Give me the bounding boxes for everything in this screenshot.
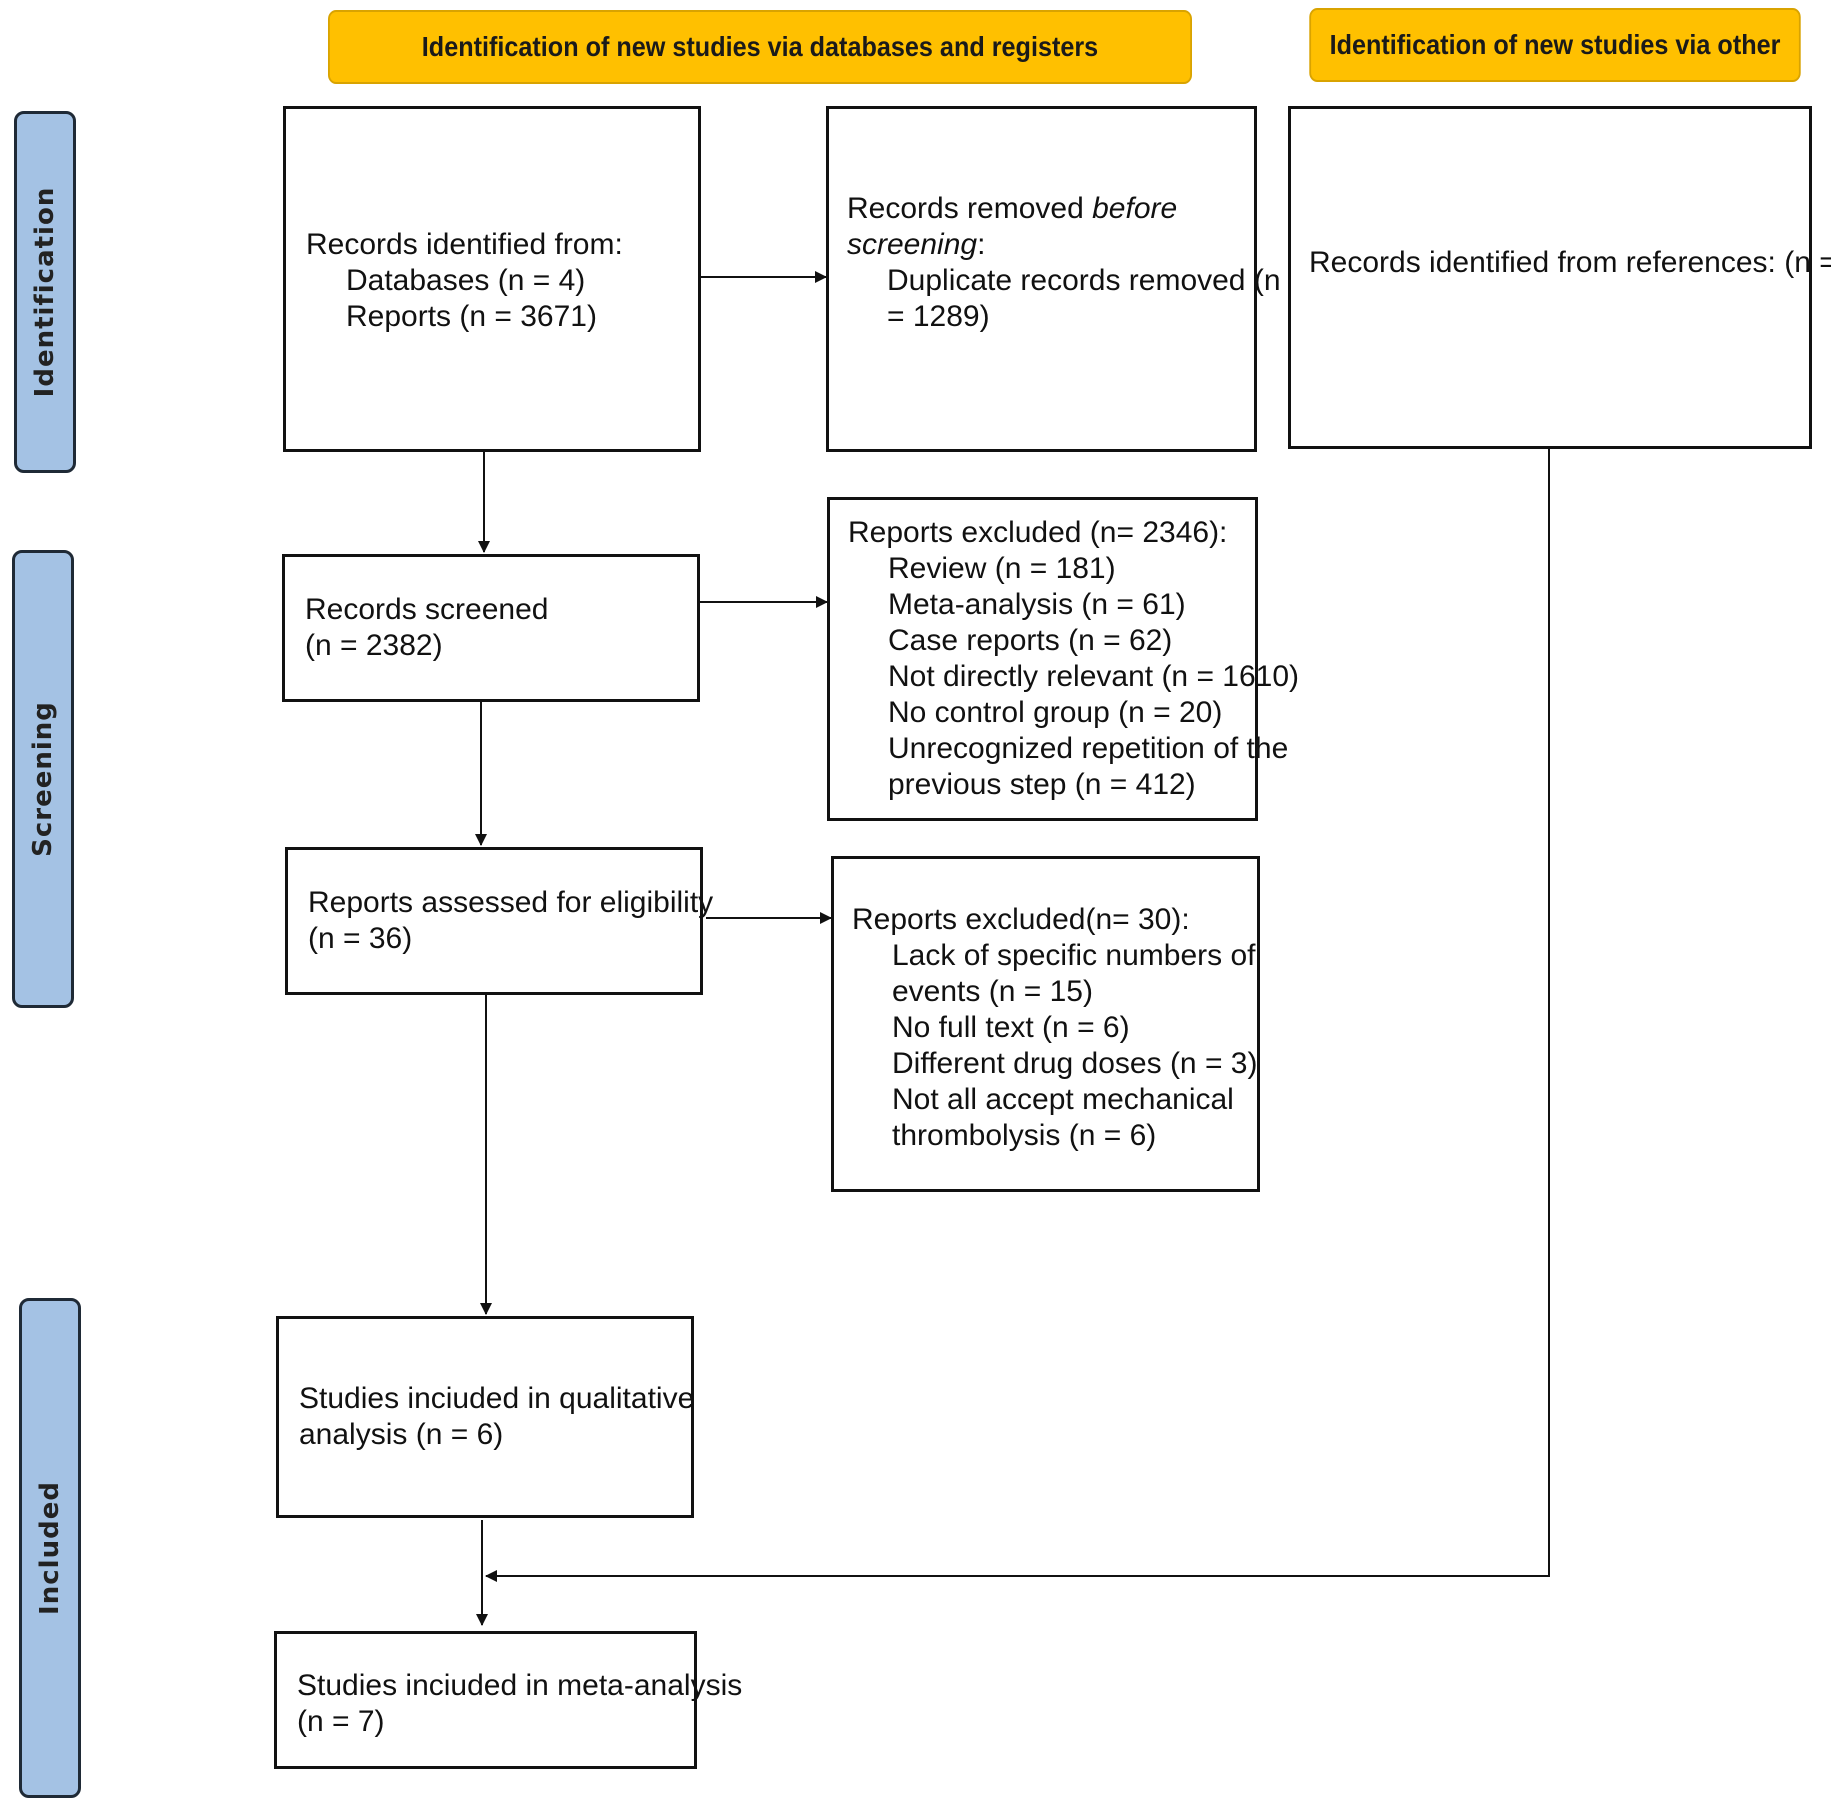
arrow-references-to-meta — [485, 449, 1550, 1582]
excluded1-item: Unrecognized repetition of the — [888, 732, 1289, 765]
removed-italic-before: before — [1092, 192, 1178, 225]
box-reports-assessed: Reports assessed for eligibility (n = 36… — [285, 847, 713, 995]
removed-heading: Records removed before — [847, 191, 1281, 227]
stage-included: Included — [19, 1298, 81, 1798]
meta-line1: Studies inciuded in meta-analysis — [297, 1669, 743, 1702]
box-records-references: Records identified from references: (n =… — [1288, 106, 1831, 449]
box-reports-excluded-eligibility: Reports excluded(n= 30): Lack of specifi… — [831, 856, 1260, 1192]
assessed-line1: Reports assessed for eligibility — [308, 886, 714, 919]
header-other-label: Identification of new studies via other — [1329, 29, 1781, 60]
box-records-identified: Records identified from: Databases (n = … — [283, 106, 701, 452]
identified-heading: Records identified from: — [306, 228, 623, 261]
stage-identification: Identification — [14, 111, 76, 473]
excluded1-item: Case reports (n = 62) — [888, 624, 1173, 657]
removed-colon: : — [977, 228, 986, 261]
screened-line1: Records screened — [305, 593, 549, 626]
removed-italic-screening: screening — [847, 228, 978, 261]
excluded2-item: No full text (n = 6) — [892, 1011, 1130, 1044]
excluded2-item: Lack of specific numbers of — [892, 939, 1256, 972]
header-databases-registers: Identification of new studies via databa… — [328, 10, 1192, 84]
excluded2-item: events (n = 15) — [892, 975, 1093, 1008]
removed-duplicates-line1: Duplicate records removed (n — [887, 264, 1281, 297]
identified-databases: Databases (n = 4) — [346, 264, 586, 297]
references-text: Records identified from references: (n =… — [1309, 246, 1831, 279]
header-databases-label: Identification of new studies via databa… — [421, 31, 1099, 62]
excluded2-item: Different drug doses (n = 3) — [892, 1047, 1258, 1080]
removed-duplicates-line2: = 1289) — [887, 300, 990, 333]
box-records-removed: Records removed before screening: Duplic… — [826, 106, 1281, 452]
stage-screening: Screening — [12, 550, 74, 1008]
box-studies-meta-analysis: Studies inciuded in meta-analysis (n = 7… — [274, 1631, 742, 1769]
qualitative-line2: analysis (n = 6) — [299, 1418, 504, 1451]
excluded1-item: Meta-analysis (n = 61) — [888, 588, 1186, 621]
qualitative-line1: Studies inciuded in qualitative — [299, 1382, 695, 1415]
box-reports-excluded-screening: Reports excluded (n= 2346): Review (n = … — [827, 497, 1299, 821]
excluded1-heading: Reports excluded (n= 2346): — [848, 516, 1228, 549]
excluded1-item: Not directly relevant (n = 1610) — [888, 660, 1300, 693]
excluded2-item: thrombolysis (n = 6) — [892, 1119, 1157, 1152]
box-records-screened: Records screened (n = 2382) — [282, 554, 700, 702]
excluded1-item: Review (n = 181) — [888, 552, 1116, 585]
excluded1-item: No control group (n = 20) — [888, 696, 1223, 729]
identified-reports: Reports (n = 3671) — [346, 300, 597, 333]
assessed-line2: (n = 36) — [308, 922, 413, 955]
excluded2-heading: Reports excluded(n= 30): — [852, 903, 1190, 936]
excluded2-item: Not all accept mechanical — [892, 1083, 1234, 1116]
box-studies-qualitative: Studies inciuded in qualitative analysis… — [276, 1316, 694, 1518]
excluded1-item: previous step (n = 412) — [888, 768, 1196, 801]
removed-heading-cont: screening: — [847, 227, 1281, 263]
header-other-methods: Identification of new studies via other — [1309, 8, 1801, 82]
removed-prefix: Records removed — [847, 192, 1093, 225]
screened-line2: (n = 2382) — [305, 629, 443, 662]
meta-line2: (n = 7) — [297, 1705, 385, 1738]
